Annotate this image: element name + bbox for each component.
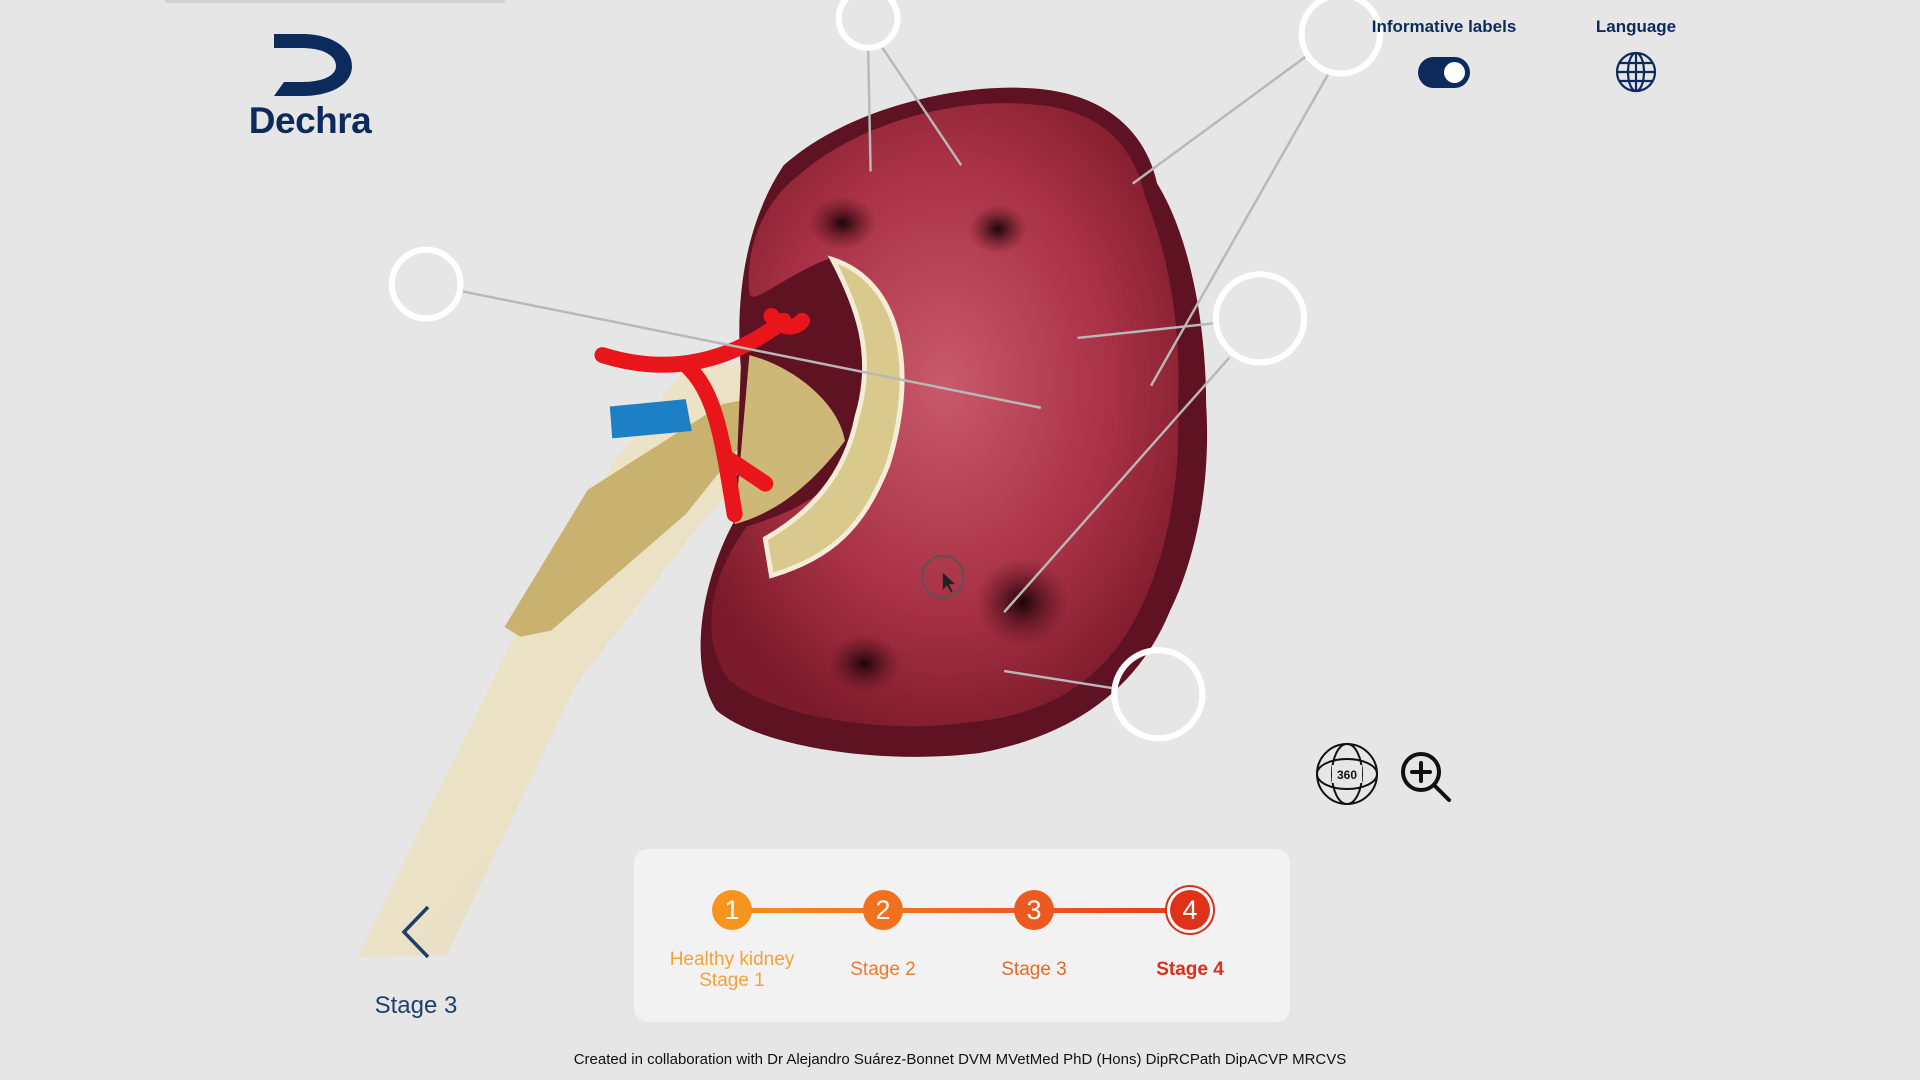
stage-4-label[interactable]: Stage 4: [1156, 959, 1224, 980]
renal-vein: [609, 399, 692, 439]
label-hotspot: [1212, 271, 1308, 366]
rotate-360-text: 360: [1337, 768, 1357, 782]
informative-labels-label: Informative labels: [1371, 17, 1517, 36]
label-hotspot: [1298, 0, 1384, 77]
stage-2-button[interactable]: 2: [863, 890, 903, 930]
cursor-ring: [921, 555, 965, 599]
stage-1-label-line2: Stage 1: [699, 970, 765, 991]
label-leader-lines: [462, 45, 1330, 690]
label-hotspot: [835, 0, 901, 51]
brand-name: Dechra: [248, 100, 372, 141]
stage-1-label-line1: Healthy kidney: [669, 949, 795, 970]
stage-3-label[interactable]: Stage 3: [1001, 959, 1067, 980]
label-hotspot: [1111, 647, 1206, 742]
informative-labels-toggle[interactable]: [1418, 57, 1470, 88]
top-edge-bar: [165, 0, 505, 3]
footer-credit: Created in collaboration with Dr Alejand…: [573, 1051, 1347, 1068]
renal-artery: [594, 307, 810, 523]
previous-stage-label[interactable]: Stage 3: [374, 992, 458, 1019]
lesion: [968, 204, 1028, 254]
language-label: Language: [1595, 17, 1677, 36]
stage-1-button[interactable]: 1: [712, 890, 752, 930]
lesion: [808, 195, 877, 250]
stage-selector-panel: 1 2 3 4 Healthy kidney Stage 1 Stage 2 S…: [634, 849, 1290, 1022]
mouse-cursor-icon: [942, 573, 956, 593]
rotate-360-button[interactable]: 360: [1315, 742, 1379, 806]
toggle-knob: [1444, 62, 1465, 83]
zoom-in-button[interactable]: [1395, 746, 1459, 810]
dechra-d-mark-icon: [274, 34, 352, 96]
ureter: [357, 355, 858, 958]
renal-pelvis: [762, 255, 905, 579]
stage-2-label[interactable]: Stage 2: [850, 959, 916, 980]
stage-progress-line: [732, 908, 1190, 913]
dechra-logo: Dechra: [240, 30, 380, 141]
lesion: [975, 558, 1069, 647]
stage-1-label[interactable]: Healthy kidney Stage 1: [642, 949, 822, 991]
globe-icon[interactable]: [1615, 51, 1657, 93]
label-hotspot: [388, 246, 464, 322]
lesion: [827, 634, 902, 694]
kidney-cortex: [711, 103, 1179, 727]
ureter-lumen: [504, 391, 784, 637]
stage-3-button[interactable]: 3: [1014, 890, 1054, 930]
chevron-left-icon[interactable]: [398, 903, 438, 961]
stage-4-button[interactable]: 4: [1170, 890, 1210, 930]
